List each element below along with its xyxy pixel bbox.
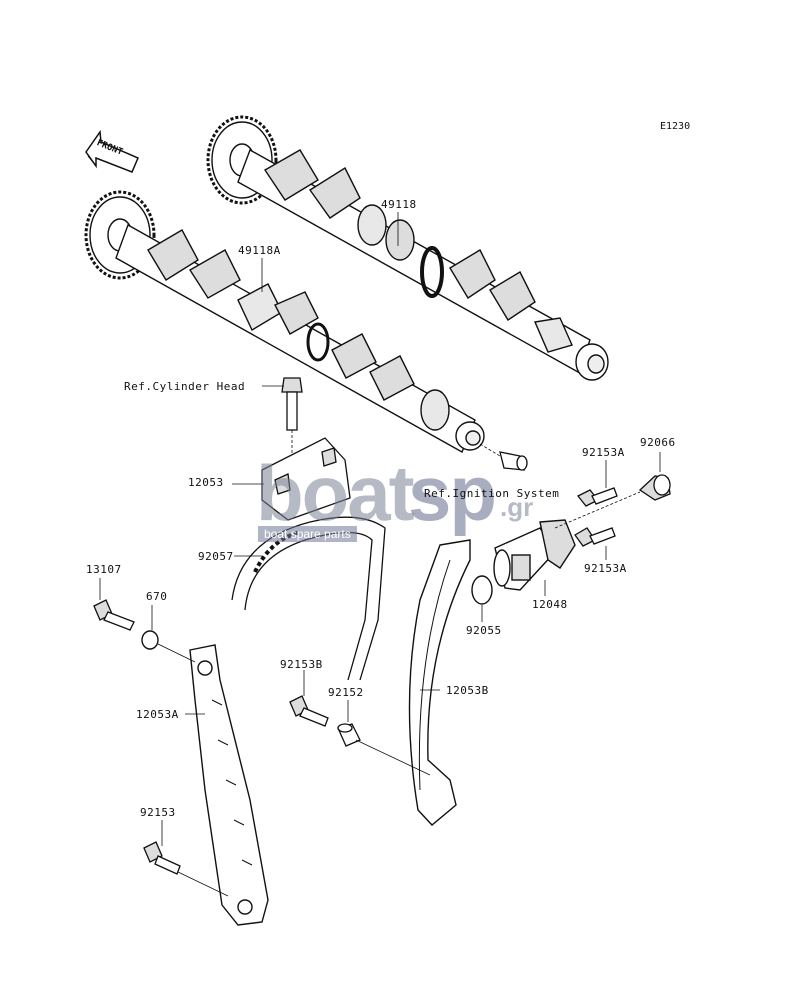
label-92153: 92153 [140,806,176,819]
label-92152: 92152 [328,686,364,699]
camshaft-exhaust [206,115,609,381]
sensor-plug [479,443,528,471]
collar-92152 [337,723,431,776]
o-ring-92055 [471,575,493,605]
watermark-suffix: .gr [500,492,534,522]
label-12048: 12048 [532,598,568,611]
bolt-92153a-bottom [574,527,616,547]
label-ref-ignition-system: Ref.Ignition System [424,487,560,500]
label-13107: 13107 [86,563,122,576]
label-12053: 12053 [188,476,224,489]
watermark-brand-left: boat [256,449,415,537]
label-12053b: 12053B [446,684,489,697]
watermark-brand-right: sp [408,449,497,537]
label-92066: 92066 [640,436,676,449]
front-arrow-icon [85,129,139,173]
bolt-cylinder-head [281,377,303,470]
ring-670 [141,630,159,650]
bolt-92153b [289,695,329,727]
chain-guide-top [261,437,351,521]
label-92153a-top: 92153A [582,446,625,459]
chain-tensioner [493,519,576,591]
label-ref-cylinder-head: Ref.Cylinder Head [124,380,246,393]
bolt-92153 [143,841,229,897]
label-12053a: 12053A [136,708,179,721]
camshaft-intake [84,190,485,453]
chain-guide-right [408,539,471,826]
label-92057: 92057 [198,550,234,563]
diagram-code: E1230 [660,121,691,132]
bolt-92153a-top [576,487,618,507]
watermark-subtitle: boat spare parts [258,526,357,542]
leader-line [157,643,196,663]
cap-bolt-92066 [554,474,671,529]
label-92153a-bottom: 92153A [584,562,627,575]
label-92055: 92055 [466,624,502,637]
label-49118a: 49118A [238,244,281,257]
leader-lines [99,212,661,846]
label-670: 670 [146,590,168,603]
label-92153b: 92153B [280,658,323,671]
bolt-13107 [93,599,135,631]
label-49118: 49118 [381,198,417,211]
chain-guide-left [189,644,269,926]
